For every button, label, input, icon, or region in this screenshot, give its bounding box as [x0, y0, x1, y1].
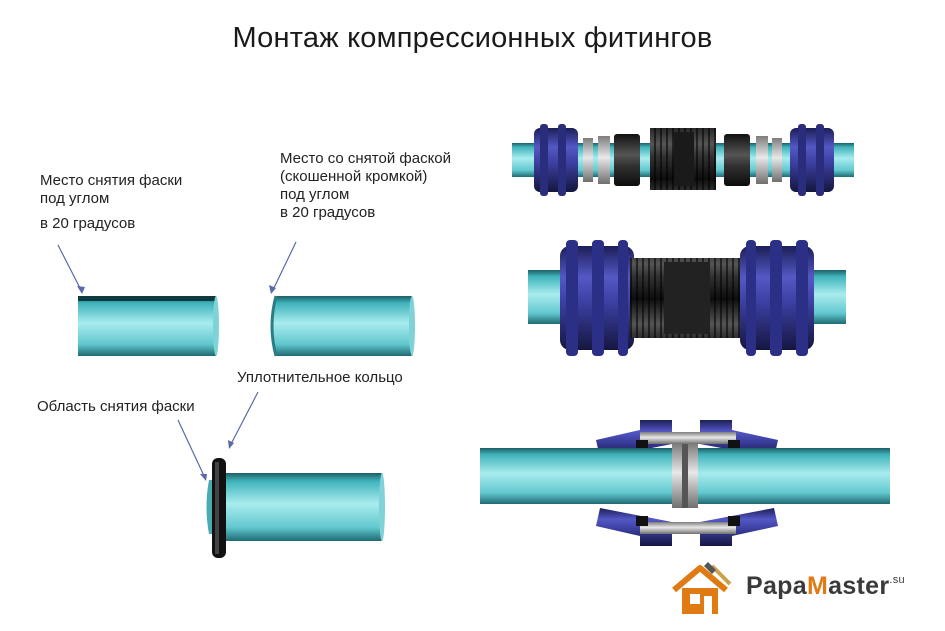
pointer-arrowhead — [269, 285, 276, 294]
logo-text: PapaMaster.su — [746, 572, 905, 600]
pipe-with-seal-ring — [206, 458, 385, 558]
pointer-arrowhead — [200, 474, 207, 481]
chamfer-place-label: Место снятия фаски под углом в 20 градус… — [40, 172, 183, 232]
page-title: Монтаж компрессионных фитингов — [232, 22, 713, 54]
fitting-cross-section — [480, 420, 890, 546]
pointer-arrowhead — [228, 440, 234, 449]
pointer-arrow — [271, 241, 297, 293]
pointer-arrowhead — [77, 286, 85, 294]
fitting-assembled — [528, 240, 846, 356]
chamfer-area-label: Область снятия фаски — [37, 398, 195, 415]
seal-ring-label: Уплотнительное кольцо — [237, 369, 403, 386]
chamfered-place-label: Место со снятой фаской (скошенной кромко… — [280, 150, 452, 221]
pointer-arrow — [57, 244, 83, 293]
papamaster-logo: PapaMaster.su — [668, 562, 918, 618]
pointer-arrow — [177, 419, 206, 479]
house-brush-icon — [672, 562, 732, 614]
pipe-chamfered — [270, 295, 415, 357]
pointer-arrow — [229, 391, 259, 447]
pipe-unchamfered — [78, 296, 219, 356]
fitting-exploded-view — [512, 124, 854, 196]
